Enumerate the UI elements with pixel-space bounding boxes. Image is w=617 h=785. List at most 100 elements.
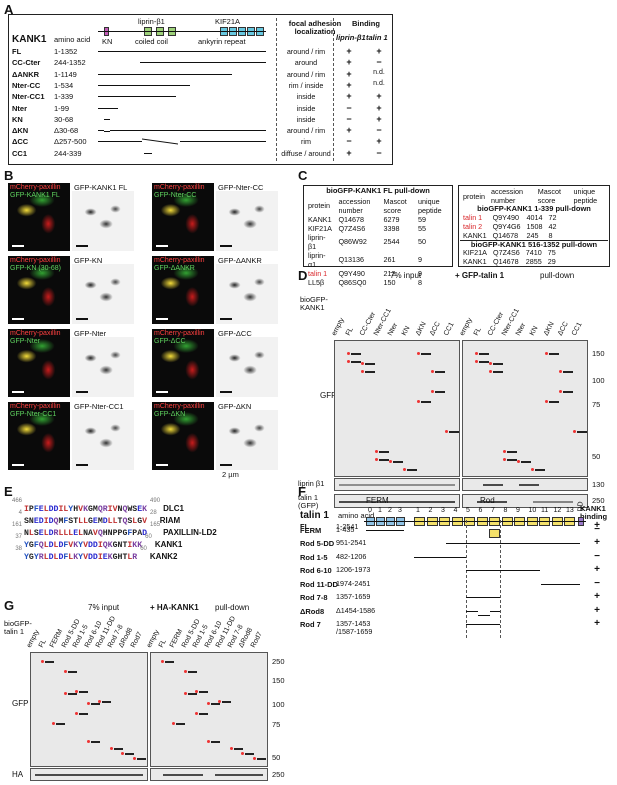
g-star xyxy=(206,740,210,743)
g-star xyxy=(229,747,233,750)
g-band xyxy=(125,753,134,755)
f-row-name: FL xyxy=(300,522,310,531)
table-cell: Q14678 xyxy=(492,257,519,266)
b-color-label1: mCherry-paxillin xyxy=(10,403,61,410)
e-residue: L xyxy=(78,517,84,526)
e-residue: L xyxy=(132,517,138,526)
e-residue: Q xyxy=(53,517,59,526)
a-row-talin: + xyxy=(376,46,382,56)
table-cell: talin 2 xyxy=(463,221,483,231)
e-residue: E xyxy=(38,529,44,538)
e-residue: N xyxy=(107,529,113,538)
table-cell: KANK1 xyxy=(308,214,332,224)
e-residue: L xyxy=(68,529,74,538)
e-start: 161 xyxy=(11,522,22,528)
f-row-line xyxy=(466,610,478,612)
f-row-aa: 1974-2451 xyxy=(336,578,371,588)
a-row-loc: around / rim xyxy=(286,69,326,79)
a-row-liprin: + xyxy=(346,79,352,90)
e-residue: I xyxy=(97,553,103,562)
table-cell: 7410 xyxy=(525,248,542,257)
e-residue: N xyxy=(117,505,123,514)
g-row-label: bioGFP-talin 1 xyxy=(4,619,32,636)
g-star xyxy=(206,702,210,705)
e-residue: D xyxy=(58,541,64,550)
f-row-aa: 482-1206 xyxy=(336,551,367,561)
table-cell: 212 xyxy=(383,268,396,278)
d-talin-blot-left xyxy=(334,494,460,508)
f-row-aa: 1-435 xyxy=(336,524,355,534)
g-star xyxy=(86,740,90,743)
e-residue: T xyxy=(122,553,128,562)
f-row-name: Rod 5-DD xyxy=(300,539,335,548)
f-row-line xyxy=(366,529,404,531)
e-residue: G xyxy=(112,541,118,550)
d-band xyxy=(393,461,403,463)
d-mw-100: 100 xyxy=(592,376,605,385)
e-residue: E xyxy=(102,553,108,562)
d-star xyxy=(559,390,562,393)
a-row-line xyxy=(98,73,232,75)
f-rod-num: 10 xyxy=(528,507,537,514)
a-row-liprin: + xyxy=(346,68,352,79)
g-star xyxy=(86,702,90,705)
panel-a-loc-header: focal adhesion localization xyxy=(288,19,342,36)
domain-ankyrin-label: ankyrin repeat xyxy=(198,37,246,46)
e-residue: R xyxy=(38,553,44,562)
d-liprin-blot-left xyxy=(334,478,460,491)
f-row-aa: 1-2541 xyxy=(336,522,359,531)
d-star xyxy=(573,430,576,433)
f-rod-num: 5 xyxy=(466,507,470,514)
e-residue: Q xyxy=(97,529,103,538)
table-cell: KIF21A xyxy=(463,248,487,257)
d-talin-label: talin 1 (GFP) xyxy=(298,493,319,510)
f-rod-num: 6 xyxy=(478,507,483,514)
d-star xyxy=(375,458,378,461)
panel-a-divider-1 xyxy=(276,18,277,161)
f-backbone xyxy=(364,521,586,522)
e-residue: F xyxy=(33,505,39,514)
a-row-talin: + xyxy=(376,113,382,124)
g-band xyxy=(102,701,111,703)
d-band xyxy=(479,361,489,363)
e-residue: I xyxy=(43,517,49,526)
d-band xyxy=(479,353,489,355)
e-residue: L xyxy=(43,529,49,538)
e-residue: D xyxy=(142,529,148,538)
e-residue: N xyxy=(24,529,29,538)
d-star xyxy=(475,360,478,363)
e-residue: L xyxy=(43,541,49,550)
table-cell: KIF21A xyxy=(308,223,332,233)
d-lane-label-right: KN xyxy=(528,325,540,337)
e-residue: S xyxy=(24,517,29,526)
d-star xyxy=(431,370,434,373)
a-row-liprin: + xyxy=(346,125,352,136)
b-scale-bar xyxy=(12,245,24,247)
a-row-name: ΔANKR xyxy=(12,69,40,79)
d-mw-150: 150 xyxy=(592,349,605,358)
e-residue: A xyxy=(137,529,143,538)
e-row: 38YGYRLDLDFLKYVDDIEKGHTLR60KANK2 xyxy=(8,546,177,564)
d-lane-label-left: empty xyxy=(330,316,346,337)
b-gray-image xyxy=(216,410,278,470)
f-aa-header: amino acid xyxy=(338,511,375,520)
d-mw-75: 75 xyxy=(592,400,601,409)
e-residue: D xyxy=(48,553,54,562)
e-residue: L xyxy=(78,529,84,538)
e-end: 490 xyxy=(150,498,161,504)
g-mw-250: 250 xyxy=(272,657,285,666)
e-row: 466IPFELDDILYHVKGMQRIVNQWSEK490DLC1 xyxy=(8,498,184,516)
a-row-name: ΔCC xyxy=(12,137,29,147)
e-residue: V xyxy=(83,541,88,550)
a-row-talin: n.d. xyxy=(373,68,385,76)
e-residue: D xyxy=(38,517,44,526)
table-cell: 75 xyxy=(547,248,556,257)
e-residue: M xyxy=(97,517,103,526)
d-band xyxy=(521,461,531,463)
e-residue: E xyxy=(137,505,143,514)
